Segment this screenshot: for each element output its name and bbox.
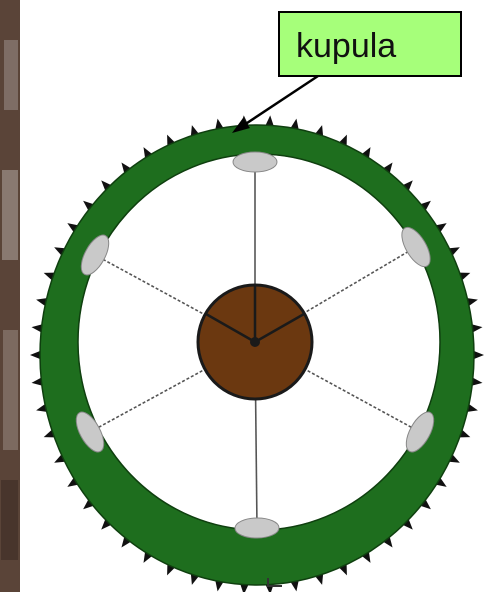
ring-tooth <box>266 115 274 125</box>
ring-tooth <box>474 351 484 359</box>
callout: kupula <box>232 12 461 133</box>
central-nucleus <box>198 285 312 399</box>
callout-arrow-line <box>241 76 318 127</box>
cupule <box>235 518 279 538</box>
ring-tooth <box>472 378 482 386</box>
ring-tooth <box>30 351 40 359</box>
background-photo-strip <box>0 0 20 592</box>
ring-tooth <box>32 378 42 386</box>
ring-tooth <box>472 324 482 332</box>
cupule <box>233 152 277 172</box>
ring-tooth <box>32 324 42 332</box>
callout-label: kupula <box>296 27 396 65</box>
